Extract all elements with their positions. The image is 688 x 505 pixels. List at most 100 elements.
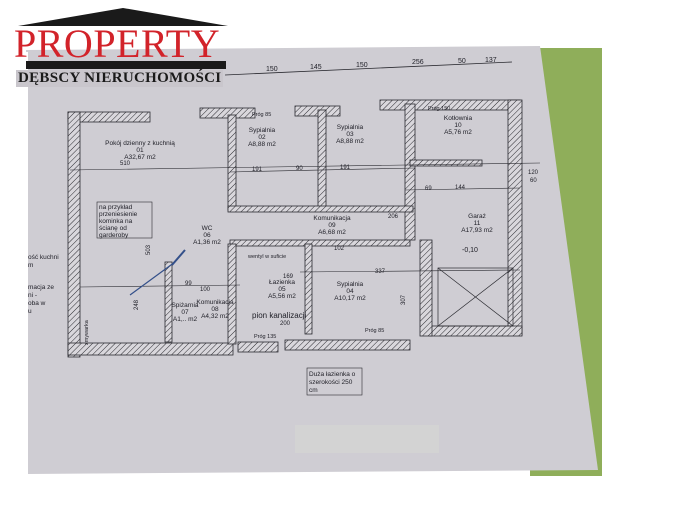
dim-label: 145 — [310, 64, 322, 71]
svg-text:wentyl w suficie: wentyl w suficie — [247, 254, 286, 260]
svg-text:WC: WC — [202, 225, 213, 232]
logo-subtitle: DĘBSCY NIERUCHOMOŚCI — [16, 70, 224, 87]
svg-text:Spiżarnia: Spiżarnia — [171, 302, 198, 309]
svg-text:Sypialnia: Sypialnia — [337, 124, 364, 131]
svg-text:08: 08 — [211, 306, 219, 313]
redaction-box — [295, 425, 439, 453]
svg-text:Kotłownia: Kotłownia — [444, 115, 473, 122]
svg-text:02: 02 — [258, 134, 266, 141]
svg-text:przeniesienie: przeniesienie — [99, 211, 138, 218]
logo-bar — [26, 61, 226, 69]
svg-text:szerokości 250: szerokości 250 — [309, 379, 353, 386]
svg-text:10: 10 — [454, 122, 462, 129]
svg-text:07: 07 — [181, 309, 189, 316]
dim-label: 150 — [266, 66, 278, 73]
svg-text:Próg 85: Próg 85 — [252, 112, 271, 118]
svg-text:248: 248 — [134, 299, 140, 310]
svg-text:169: 169 — [283, 274, 294, 280]
dim-label: 256 — [412, 59, 424, 66]
svg-text:09: 09 — [328, 222, 336, 229]
logo-roof-icon — [18, 8, 228, 26]
note-bathroom: Duża łazienka o szerokości 250 cm — [306, 367, 363, 396]
svg-text:04: 04 — [346, 288, 354, 295]
note-fireplace: na przykład przeniesienie kominka na ści… — [96, 201, 153, 239]
svg-text:05: 05 — [278, 286, 286, 293]
dim-label: 50 — [458, 58, 466, 65]
svg-text:Próg 85: Próg 85 — [365, 328, 384, 334]
dim-label: 150 — [356, 62, 368, 69]
svg-text:200: 200 — [280, 321, 291, 327]
svg-text:zmywarka: zmywarka — [84, 319, 90, 345]
svg-text:garderoby: garderoby — [99, 232, 129, 239]
svg-text:na przykład: na przykład — [99, 204, 133, 211]
svg-text:191: 191 — [340, 165, 351, 171]
walls — [67, 99, 523, 358]
svg-text:oba w: oba w — [28, 300, 46, 307]
svg-text:cm: cm — [309, 387, 318, 394]
svg-text:m: m — [28, 262, 33, 269]
svg-text:kominka na: kominka na — [99, 218, 133, 225]
agency-logo: PROPERTY DĘBSCY NIERUCHOMOŚCI — [8, 8, 236, 90]
logo-brand: PROPERTY — [14, 21, 221, 66]
svg-text:ni -: ni - — [28, 292, 37, 299]
svg-text:Sypialnia: Sypialnia — [337, 281, 364, 288]
svg-text:pion kanalizacji: pion kanalizacji — [252, 311, 306, 320]
svg-text:Pokój dzienny z kuchnią: Pokój dzienny z kuchnią — [105, 140, 175, 147]
svg-text:01: 01 — [136, 147, 144, 154]
svg-text:60: 60 — [530, 178, 537, 184]
dimension-labels: 510 191 90 191 337 144 69 200 100 99 307… — [120, 161, 539, 327]
svg-text:Komunikacja: Komunikacja — [196, 299, 234, 306]
misc-labels: wentyl w suficie pion kanalizacji zmywar… — [84, 106, 478, 345]
svg-text:503: 503 — [146, 244, 152, 255]
svg-text:A1,36 m2: A1,36 m2 — [193, 239, 221, 246]
svg-text:69: 69 — [425, 186, 432, 192]
svg-text:Sypialnia: Sypialnia — [249, 127, 276, 134]
svg-text:A8,88 m2: A8,88 m2 — [336, 138, 364, 145]
svg-text:A5,76 m2: A5,76 m2 — [444, 129, 472, 136]
dim-label: 137 — [485, 57, 497, 64]
svg-text:ość kuchni: ość kuchni — [28, 254, 59, 261]
svg-text:191: 191 — [252, 167, 263, 173]
svg-text:102: 102 — [334, 246, 345, 252]
svg-text:-0,10: -0,10 — [462, 247, 478, 254]
svg-text:A6,68 m2: A6,68 m2 — [318, 229, 346, 236]
svg-text:337: 337 — [375, 269, 386, 275]
svg-text:11: 11 — [474, 220, 481, 227]
svg-text:120: 120 — [528, 170, 539, 176]
svg-text:90: 90 — [296, 166, 303, 172]
svg-text:Próg 150: Próg 150 — [428, 106, 450, 112]
svg-text:510: 510 — [120, 161, 131, 167]
dimension-lines — [69, 162, 541, 288]
svg-text:99: 99 — [185, 281, 192, 287]
garage-door — [437, 267, 514, 327]
svg-text:Garaż: Garaż — [468, 213, 486, 220]
svg-text:u: u — [28, 308, 32, 315]
svg-text:A1,.. m2: A1,.. m2 — [173, 316, 198, 323]
svg-text:06: 06 — [203, 232, 211, 239]
svg-text:A32,67 m2: A32,67 m2 — [124, 154, 156, 161]
svg-text:Próg 135: Próg 135 — [254, 334, 276, 340]
top-dimensions: 150 145 150 256 50 137 — [266, 57, 497, 73]
svg-text:A17,93 m2: A17,93 m2 — [461, 227, 493, 234]
svg-text:A4,32 m2: A4,32 m2 — [201, 313, 229, 320]
svg-text:100: 100 — [200, 287, 211, 293]
svg-text:03: 03 — [346, 131, 354, 138]
svg-text:A10,17 m2: A10,17 m2 — [334, 295, 366, 302]
note-kitchen-left: ość kuchni m macja ze ni - oba w u — [28, 254, 59, 315]
svg-text:macja ze: macja ze — [28, 284, 54, 291]
svg-text:A8,88 m2: A8,88 m2 — [248, 141, 276, 148]
svg-text:A5,56 m2: A5,56 m2 — [268, 293, 296, 300]
